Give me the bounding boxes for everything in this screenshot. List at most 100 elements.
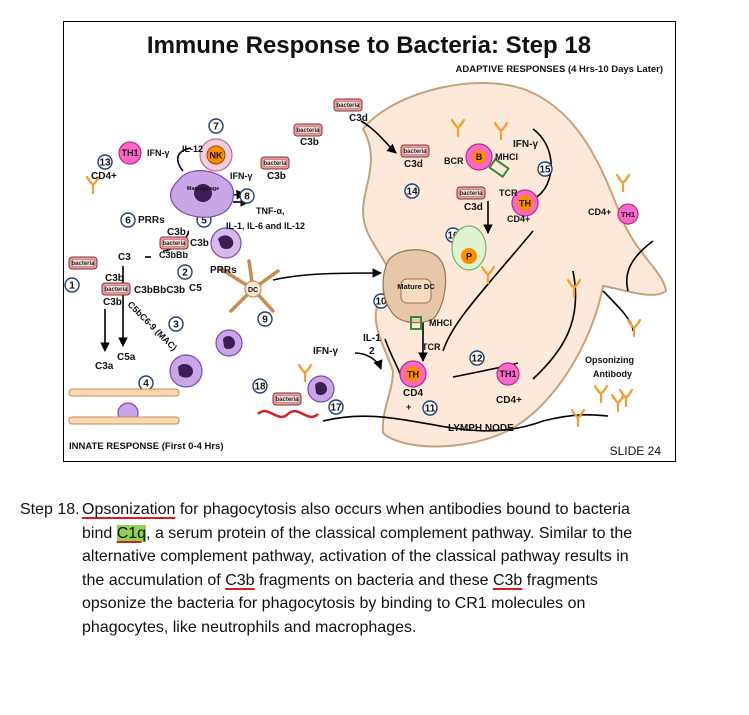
label-prrs-left: PRRs: [138, 215, 165, 226]
step-number-6: 6: [125, 216, 131, 227]
caption-line-2-text: , a serum protein of the classical compl…: [146, 524, 633, 542]
caption-line-4: the accumulation of C3b fragments on bac…: [82, 569, 722, 593]
label-c3d-top: C3d: [349, 113, 368, 124]
label-tnf: TNF-α,: [256, 206, 285, 216]
caption-step-label: Step 18.: [20, 501, 80, 518]
lymph-node-label: LYMPH NODE: [448, 423, 514, 434]
step-numbers: 1 2 3 4 5 6 7 8 9 10 11 12 13 14 15 16 1…: [64, 118, 553, 416]
nk-cell: NK: [199, 138, 233, 172]
step-number-2: 2: [182, 268, 188, 279]
caption-line-6: phagocytes, like neutrophils and macroph…: [82, 618, 417, 636]
slide-number: SLIDE 24: [610, 444, 662, 458]
label-antibody: Antibody: [593, 369, 632, 379]
bacteria-tag: bacteria: [296, 128, 320, 134]
label-tcr-lower: TCR: [422, 342, 441, 352]
bacteria-tag: bacteria: [263, 161, 287, 167]
caption-line-4-start: the accumulation of: [82, 571, 226, 589]
step-number-1: 1: [69, 281, 75, 292]
step-number-11: 11: [425, 404, 436, 415]
bacteria-chain: [257, 409, 319, 419]
th1-lower-label: TH1: [499, 369, 516, 379]
caption-line-4-end: fragments: [522, 571, 598, 589]
label-il2: 2: [369, 346, 375, 357]
label-plus-lower: +: [406, 402, 411, 412]
dendritic-cell: DC: [219, 259, 280, 313]
th-cell-upper: TH: [511, 189, 539, 217]
label-c3bbbc3b: C3bBbC3b: [134, 285, 185, 296]
th1-right-label: TH1: [621, 210, 635, 219]
adaptive-responses-label: ADAPTIVE RESPONSES (4 Hrs-10 Days Later): [456, 64, 663, 75]
caption-line-1-text: for phagocytosis also occurs when antibo…: [175, 501, 630, 518]
th1-left-label: TH1: [121, 148, 138, 158]
step-number-13: 13: [99, 158, 111, 169]
b-cell-label: B: [476, 152, 483, 162]
label-mhci-lower: MHCI: [429, 318, 452, 328]
bacteria-tag: bacteria: [459, 191, 483, 197]
caption-line-5: opsonize the bacteria for phagocytosis b…: [82, 595, 586, 612]
caption-line-3: alternative complement pathway, activati…: [82, 548, 629, 565]
bacteria-tag: bacteria: [336, 103, 360, 109]
step-number-8: 8: [244, 192, 250, 203]
label-mhcii-upper: MHCI: [495, 152, 518, 162]
step-number-5: 5: [201, 216, 207, 227]
nk-label: NK: [210, 151, 223, 161]
label-bcr: BCR: [444, 156, 464, 166]
caption-c1q-highlight: C1q: [116, 524, 147, 542]
caption-c3b-second: C3b: [492, 571, 523, 589]
label-tcr-upper: TCR: [499, 188, 518, 198]
th-upper-label: TH: [519, 199, 531, 209]
label-il1: IL-1: [363, 333, 381, 344]
step-number-16: 16: [447, 231, 459, 242]
label-c5: C5: [189, 283, 202, 294]
step-number-4: 4: [143, 379, 149, 390]
mature-dc-cell: Mature DC: [382, 249, 447, 324]
caption-line-1: Opsonization for phagocytosis also occur…: [82, 498, 722, 522]
neutrophil-cell-lower: [215, 329, 243, 357]
label-c5a: C5a: [117, 352, 136, 363]
label-c3: C3: [118, 252, 131, 263]
label-il12: IL-12: [182, 144, 203, 154]
bacteria-tag: bacteria: [71, 261, 95, 267]
label-cd4-upper: CD4+: [507, 214, 530, 224]
label-c3bbb: C3bBb: [159, 250, 189, 260]
label-c3b-top1: C3b: [300, 137, 319, 148]
label-prrs-neutrophil: PRRs: [210, 265, 237, 276]
step-number-15: 15: [539, 165, 551, 176]
neutrophil-cell-phagocytic: [307, 375, 335, 403]
th1-cell-lower: TH1: [496, 362, 520, 386]
dc-label: DC: [248, 287, 258, 294]
label-ifn-y-left: IFN-γ: [147, 148, 170, 158]
label-c3b-left: C3b: [105, 273, 124, 284]
diagram-slide: Immune Response to Bacteria: Step 18 ADA…: [63, 21, 676, 462]
label-ifn-y-upper: IFN-γ: [513, 139, 538, 150]
slide-title: Immune Response to Bacteria: Step 18: [147, 32, 591, 59]
th1-cell-left: TH1: [118, 141, 142, 165]
th1-cell-right: TH1: [617, 203, 639, 225]
plasma-cell-label: P: [466, 252, 472, 262]
label-c3b-lower: C3b: [103, 297, 122, 308]
step-number-12: 12: [471, 354, 483, 365]
neutrophil-cell-upper: [210, 227, 242, 259]
b-cell: B: [465, 143, 493, 171]
label-ifn-y-nk: IFN-γ: [230, 171, 253, 181]
label-c3a: C3a: [95, 361, 114, 372]
endothelium: [68, 388, 180, 425]
plasma-cell: P: [451, 225, 487, 271]
label-cd4-lower: CD4: [403, 388, 423, 399]
step-number-3: 3: [173, 320, 179, 331]
label-c3d-upper: C3d: [404, 159, 423, 170]
label-ifn-y-th: IFN-γ: [313, 346, 338, 357]
label-c3b-top2: C3b: [267, 171, 286, 182]
bacteria-tag: bacteria: [162, 241, 186, 247]
step-number-18: 18: [254, 382, 266, 393]
label-opsonizing: Opsonizing: [585, 355, 634, 365]
label-cd4-th1-left: CD4+: [91, 171, 117, 182]
innate-response-label: INNATE RESPONSE (First 0-4 Hrs): [69, 441, 224, 452]
bacteria-tag: bacteria: [104, 287, 128, 293]
macrophage-label: Macrophage: [187, 186, 219, 192]
th-lower-label: TH: [407, 370, 419, 380]
step-number-17: 17: [330, 403, 342, 414]
caption-line-4-mid: fragments on bacteria and these: [254, 571, 493, 589]
caption-c3b-first: C3b: [225, 571, 255, 589]
bacteria-tag: bacteria: [275, 397, 299, 403]
